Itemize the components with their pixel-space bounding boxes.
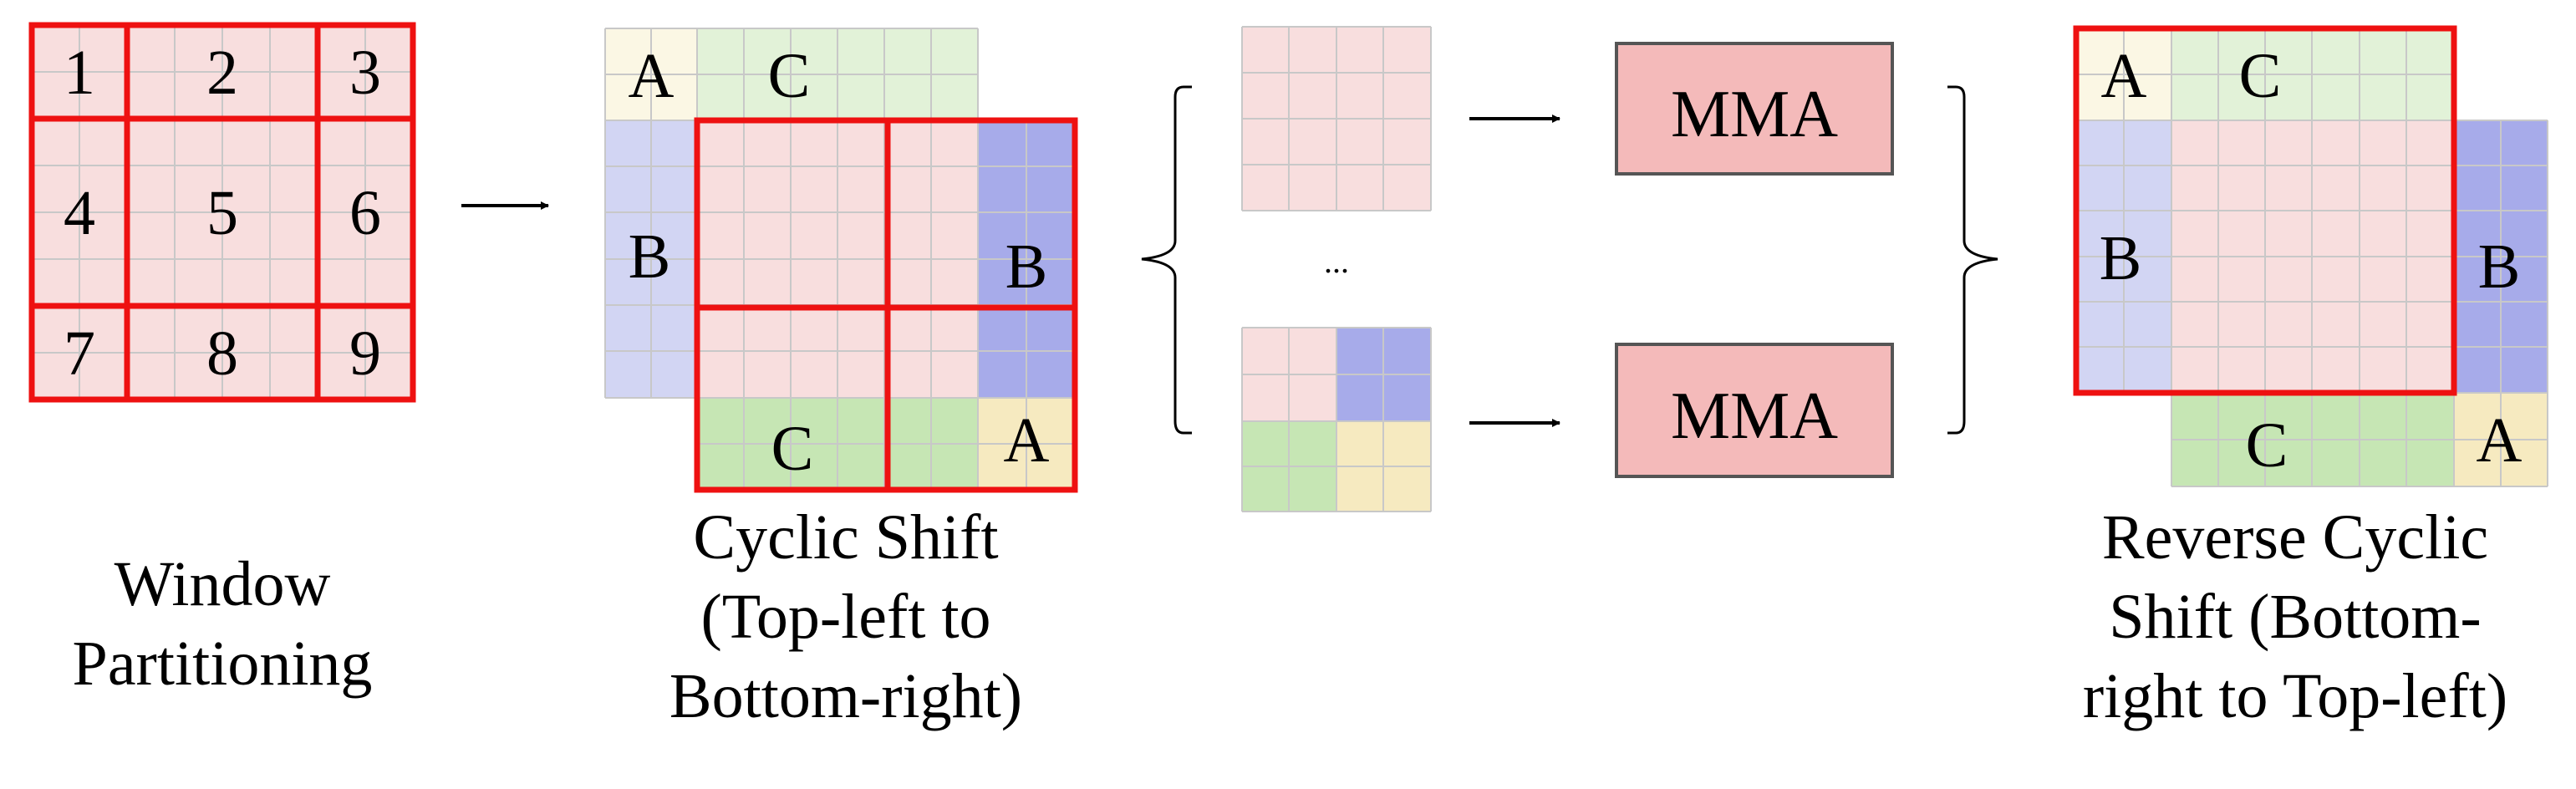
- window-numbers: 1 2 3 4 5 6 7 8 9: [64, 38, 381, 389]
- cyclic-shift-labels: A C B B C A: [629, 41, 1050, 484]
- label-a-bottom: A: [1004, 405, 1050, 476]
- cyclic-shift-windows: [694, 117, 1078, 493]
- caption-window-partitioning-line-2: Partitioning: [72, 629, 373, 699]
- shift-window-border-bottom-right: [884, 304, 1078, 493]
- reverse-labels: A C B B C A: [2100, 41, 2523, 481]
- label-c-top: C: [768, 41, 811, 111]
- mma-box-bottom: [1615, 343, 1894, 478]
- window-number-1: 1: [64, 38, 95, 108]
- mma-box-top: [1615, 42, 1894, 176]
- sub-window-grid-top: [1241, 26, 1432, 211]
- reverse-label-a-top: A: [2101, 41, 2147, 111]
- caption-reverse-cyclic-shift-line-3: right to Top-left): [2082, 661, 2508, 731]
- reverse-cyclic-shift-grid: A C B B C A: [2073, 25, 2548, 487]
- caption-cyclic-shift: Cyclic Shift (Top-left to Bottom-right): [595, 498, 1097, 736]
- caption-window-partitioning: Window Partitioning: [13, 545, 431, 704]
- left-brace: [1141, 85, 1192, 435]
- cyclic-shift-grid: A C B B C A: [604, 28, 1078, 493]
- reverse-label-a-bottom: A: [2477, 405, 2523, 476]
- reverse-label-b-left: B: [2100, 223, 2142, 293]
- right-brace: [1947, 85, 1998, 435]
- label-c-bottom: C: [771, 414, 814, 484]
- reverse-label-c-top: C: [2239, 41, 2282, 111]
- reverse-label-b-right: B: [2478, 232, 2521, 302]
- sub-grid-top-lines: [1241, 26, 1432, 211]
- ellipsis: ...: [1324, 242, 1349, 280]
- sub-grid-bottom-lines: [1241, 327, 1432, 512]
- window-number-8: 8: [206, 318, 238, 389]
- window-number-5: 5: [206, 178, 238, 248]
- mma-block-top: MMA: [1615, 42, 1894, 176]
- mma-block-bottom: MMA: [1615, 343, 1894, 478]
- window-number-6: 6: [349, 178, 381, 248]
- sub-window-grid-bottom: [1241, 327, 1432, 512]
- caption-cyclic-shift-line-1: Cyclic Shift: [693, 502, 999, 573]
- window-number-9: 9: [349, 318, 381, 389]
- caption-window-partitioning-line-1: Window: [114, 549, 331, 619]
- mma-label-top: MMA: [1671, 78, 1838, 151]
- mma-label-bottom: MMA: [1671, 379, 1838, 453]
- reverse-label-c-bottom: C: [2246, 410, 2288, 481]
- caption-reverse-cyclic-shift: Reverse Cyclic Shift (Bottom- right to T…: [2019, 498, 2571, 736]
- window-number-4: 4: [64, 178, 95, 248]
- window-number-2: 2: [206, 38, 238, 108]
- caption-reverse-cyclic-shift-line-1: Reverse Cyclic: [2101, 502, 2489, 573]
- window-number-3: 3: [349, 38, 381, 108]
- reverse-window-border: [2073, 25, 2457, 396]
- caption-cyclic-shift-line-3: Bottom-right): [669, 661, 1023, 731]
- partition-window-borders: [28, 22, 416, 403]
- window-partitioning-grid: 1 2 3 4 5 6 7 8 9: [28, 22, 416, 403]
- label-a-top: A: [629, 41, 675, 111]
- label-b-right: B: [1005, 232, 1048, 302]
- caption-cyclic-shift-line-2: (Top-left to: [700, 582, 991, 652]
- label-b-left: B: [629, 221, 671, 292]
- window-number-7: 7: [64, 318, 95, 389]
- caption-reverse-cyclic-shift-line-2: Shift (Bottom-: [2109, 582, 2482, 652]
- window-border-9: [314, 303, 416, 403]
